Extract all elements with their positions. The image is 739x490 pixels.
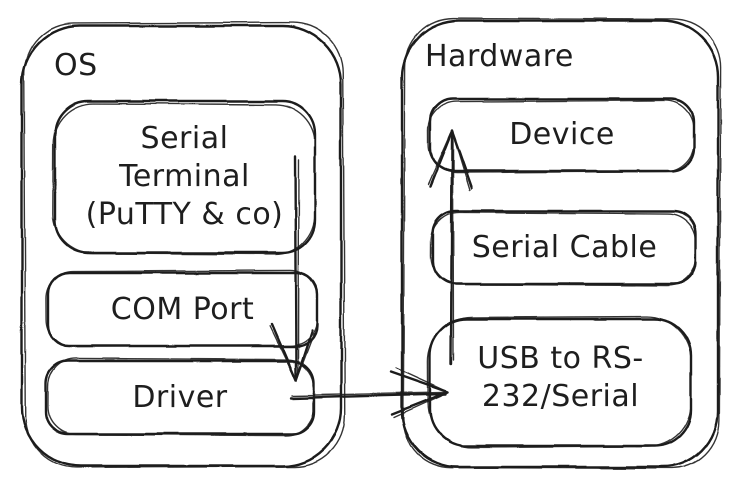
serial-cable-label-text: Serial Cable: [471, 229, 658, 265]
arrow-usb-to-device: [427, 129, 474, 366]
com-port-label: COM Port: [48, 273, 317, 346]
os-label: OS: [54, 48, 98, 83]
serial-cable-label: Serial Cable: [433, 211, 696, 284]
hardware-container-box: [400, 17, 722, 470]
driver-label: Driver: [46, 361, 314, 434]
com-port-box: [45, 269, 319, 348]
device-label-text: Device: [509, 117, 615, 152]
usb-adapter-label: USB to RS- 232/Serial: [430, 313, 691, 442]
serial-terminal-label-line: Serial: [140, 121, 229, 156]
os-container-box: [20, 21, 346, 469]
serial-terminal-label-line: (PuTTY & co): [85, 197, 284, 232]
usb-adapter-label-line: 232/Serial: [481, 378, 640, 414]
serial-terminal-label: Serial Terminal (PuTTY & co): [54, 100, 315, 254]
serial-terminal-box: [52, 99, 317, 256]
driver-label-text: Driver: [132, 379, 228, 415]
serial-cable-box: [430, 209, 698, 287]
hardware-label: Hardware: [425, 39, 574, 74]
arrow-driver-to-usb: [289, 367, 450, 418]
device-label: Device: [430, 99, 694, 171]
device-box: [427, 97, 696, 174]
serial-terminal-label-line: Terminal: [119, 159, 250, 194]
arrow-terminal-to-driver: [269, 155, 315, 382]
com-port-label-text: COM Port: [110, 291, 255, 327]
usb-adapter-label-line: USB to RS-: [477, 340, 644, 376]
